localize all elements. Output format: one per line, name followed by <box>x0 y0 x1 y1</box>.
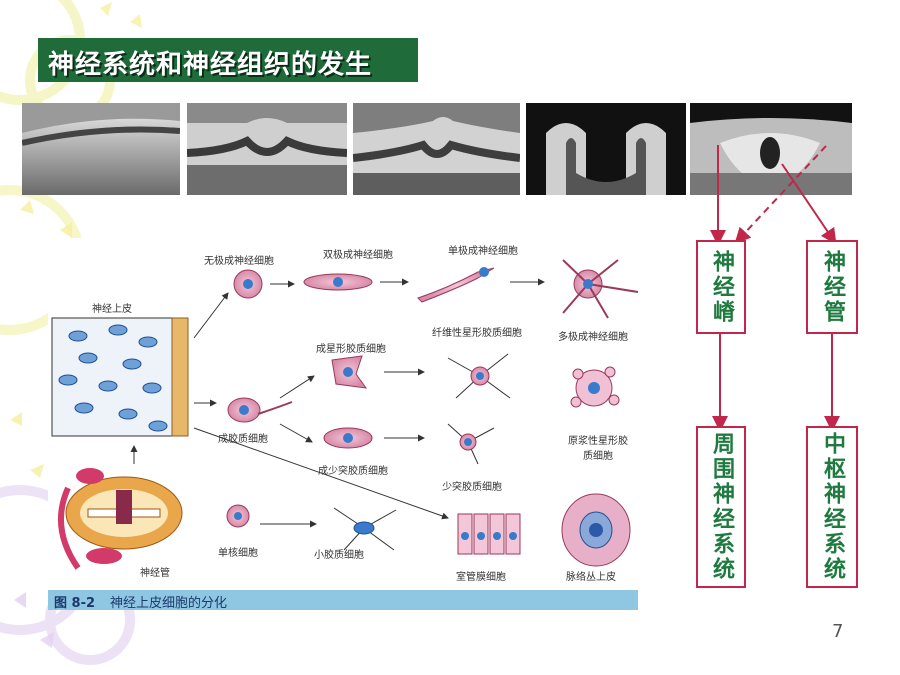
sem-photo-4 <box>526 103 686 195</box>
page-number: 7 <box>832 621 844 642</box>
sem-photo-3 <box>353 103 520 195</box>
label-oligodendrocyte: 少突胶质细胞 <box>442 482 502 493</box>
caption-number: 图 8-2 <box>54 596 96 611</box>
caption-text: 神经上皮细胞的分化 <box>110 596 228 611</box>
neural-crest-box: 神经嵴 <box>696 240 746 334</box>
label-oligodendroblast: 成少突胶质细胞 <box>318 466 388 477</box>
label-glioblast: 成胶质细胞 <box>218 434 268 445</box>
slide-title: 神经系统和神经组织的发生 <box>48 50 373 80</box>
caption-bar <box>48 590 638 610</box>
label-ependymal: 室管膜细胞 <box>456 572 506 583</box>
sem-photo-2 <box>187 103 347 195</box>
label-neural-tube: 神经管 <box>140 568 170 579</box>
neural-tube-box: 神经管 <box>806 240 858 334</box>
sem-photo-1 <box>22 103 180 195</box>
label-monocyte: 单核细胞 <box>218 548 258 559</box>
label-choroid-plexus: 脉络丛上皮 <box>566 572 616 583</box>
label-astroblast: 成星形胶质细胞 <box>316 344 386 355</box>
label-unipolar-neuroblast: 单极成神经细胞 <box>448 246 518 257</box>
label-microglia: 小胶质细胞 <box>314 550 364 561</box>
label-fibrous-astrocyte: 纤维性星形胶质细胞 <box>432 328 522 339</box>
label-bipolar-neuroblast: 双极成神经细胞 <box>323 250 393 261</box>
label-multipolar-neuroblast: 多极成神经细胞 <box>558 332 628 343</box>
label-neuroepithelium: 神经上皮 <box>92 304 132 315</box>
title-background <box>38 38 418 82</box>
label-protoplasmic-astrocyte: 原浆性星形胶质细胞 <box>568 436 628 462</box>
figure-drawing <box>51 259 639 570</box>
peripheral-nervous-system-box: 周围神经系统 <box>696 426 746 588</box>
label-apolar-neuroblast: 无极成神经细胞 <box>204 256 274 267</box>
central-nervous-system-box: 中枢神经系统 <box>806 426 858 588</box>
